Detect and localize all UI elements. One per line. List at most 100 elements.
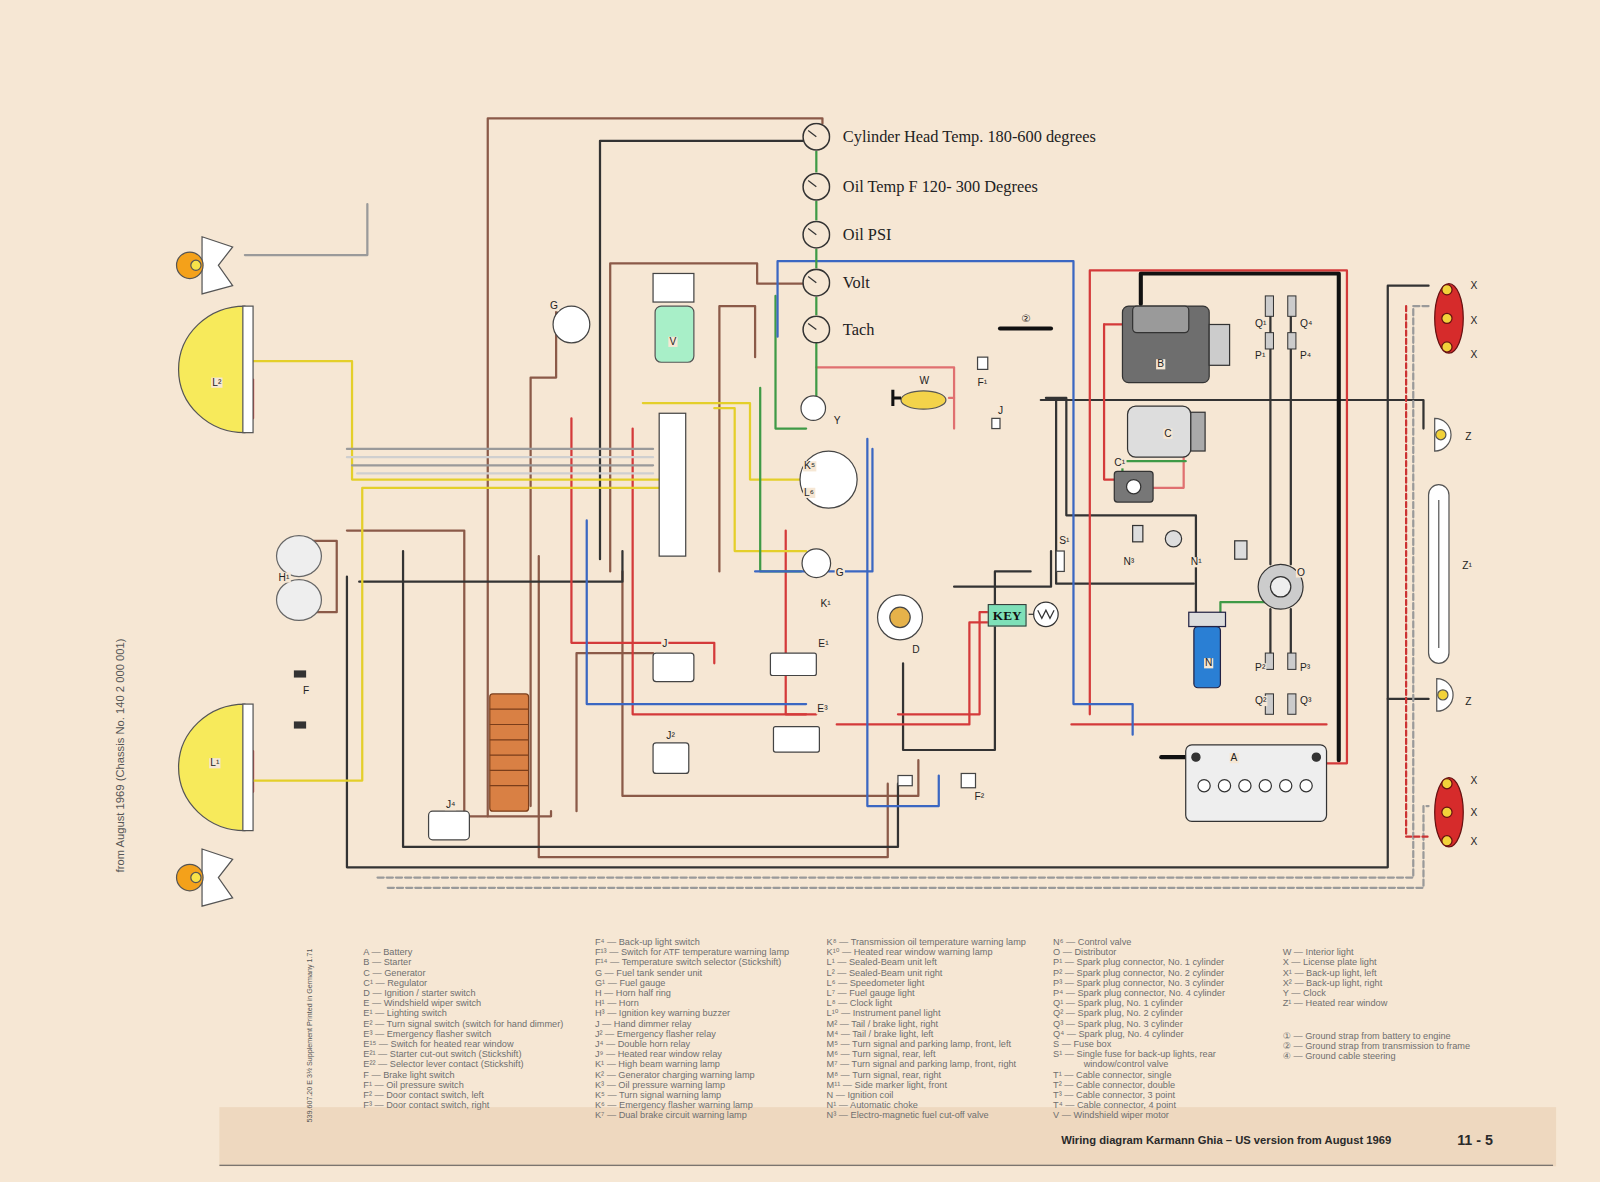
parts-list-entry: K³ — Oil pressure warning lamp bbox=[595, 1080, 822, 1090]
wire bbox=[347, 286, 1429, 868]
front-turn-signal bbox=[191, 260, 201, 270]
wire bbox=[347, 456, 653, 458]
parts-list-column: F⁴ — Back-up light switchF¹³ — Switch fo… bbox=[595, 937, 822, 1121]
brake-switch bbox=[294, 721, 306, 728]
part-letter: F bbox=[302, 686, 310, 696]
horn bbox=[277, 536, 322, 577]
gauge-needle bbox=[808, 229, 816, 235]
part-letter: W bbox=[918, 376, 930, 386]
part-letter: V bbox=[668, 337, 677, 347]
parts-list-entry: K⁶ — Emergency flasher warning lamp bbox=[595, 1100, 822, 1110]
license-light bbox=[1437, 679, 1453, 712]
parts-list-column: K⁸ — Transmission oil temperature warnin… bbox=[827, 937, 1051, 1121]
parts-list-entry: X¹ — Back-up light, left bbox=[1283, 967, 1523, 977]
sealed-beam-headlight bbox=[179, 306, 245, 433]
wire bbox=[1388, 698, 1429, 700]
part-letter: F¹ bbox=[977, 378, 989, 388]
gauge-label: Oil Temp F 120- 300 Degrees bbox=[843, 178, 1038, 196]
tail-light bbox=[1442, 779, 1452, 789]
starter bbox=[1122, 306, 1209, 383]
wire bbox=[347, 531, 551, 817]
part-letter: G bbox=[549, 301, 559, 311]
part-letter: Q³ bbox=[1299, 696, 1312, 706]
relay bbox=[770, 653, 816, 675]
part-letter: F² bbox=[973, 792, 985, 802]
gauge-dial: Tach bbox=[802, 315, 874, 344]
parts-list-entry: ② — Ground strap from transmission to fr… bbox=[1283, 1041, 1523, 1051]
parts-list-entry: D — Ignition / starter switch bbox=[363, 988, 582, 998]
relay bbox=[961, 773, 975, 787]
key-buzzer bbox=[1038, 610, 1054, 618]
wire bbox=[600, 141, 803, 559]
part-letter: X bbox=[1469, 281, 1478, 291]
wire bbox=[1071, 723, 1326, 725]
parts-list-entry: M⁷ — Turn signal and parking lamp, front… bbox=[827, 1059, 1051, 1069]
fuse-box bbox=[490, 709, 529, 786]
parts-list-entry: T⁴ — Cable connector, 4 point bbox=[1053, 1100, 1275, 1110]
part-letter: Q² bbox=[1254, 696, 1267, 706]
parts-list-entry: B — Starter bbox=[363, 957, 582, 967]
choke-valve bbox=[1133, 526, 1247, 560]
wire-red-dashed bbox=[1406, 306, 1428, 837]
heated-rear-window bbox=[1429, 485, 1449, 664]
gauge-circle bbox=[803, 269, 830, 296]
part-letter: P² bbox=[1254, 663, 1266, 673]
battery bbox=[1198, 780, 1210, 792]
battery bbox=[1300, 780, 1312, 792]
wire bbox=[815, 344, 817, 403]
parts-list-entry: X² — Back-up light, right bbox=[1283, 978, 1523, 988]
parts-list-entry: E² — Turn signal switch (switch for hand… bbox=[363, 1018, 582, 1028]
part-letter: E³ bbox=[816, 704, 828, 714]
interior-light bbox=[901, 391, 946, 409]
relay bbox=[659, 413, 686, 556]
wire bbox=[815, 201, 817, 220]
part-letter: N³ bbox=[1122, 557, 1135, 567]
gauge-circle bbox=[803, 173, 830, 200]
battery bbox=[1280, 780, 1292, 792]
wire bbox=[622, 571, 918, 795]
front-turn-signal bbox=[202, 237, 233, 294]
gauge-dial: Cylinder Head Temp. 180-600 degrees bbox=[802, 122, 1096, 151]
part-letter: Y bbox=[833, 416, 842, 426]
parts-list-entry: T¹ — Cable connector, single bbox=[1053, 1069, 1275, 1079]
front-turn-signal bbox=[177, 864, 204, 891]
spark-plug bbox=[1288, 694, 1296, 714]
parts-list-entry: M¹¹ — Side marker light, front bbox=[827, 1080, 1051, 1090]
wire bbox=[539, 556, 888, 857]
parts-list-entry: E¹⁵ — Switch for heated rear window bbox=[363, 1039, 582, 1049]
tail-light bbox=[1435, 284, 1464, 353]
page-number: 11 - 5 bbox=[1457, 1132, 1493, 1148]
ignition-coil bbox=[1189, 612, 1226, 626]
spark-plug bbox=[1265, 333, 1273, 349]
license-light bbox=[1436, 430, 1446, 440]
gauge-circle bbox=[802, 268, 831, 297]
gauge-needle bbox=[808, 131, 816, 137]
interior-light bbox=[893, 390, 901, 406]
battery bbox=[1312, 753, 1320, 761]
relay bbox=[992, 418, 1000, 428]
wire-grey bbox=[245, 204, 1429, 888]
part-letter: H¹ bbox=[278, 572, 291, 582]
parts-list-entry: ④ — Ground cable steering bbox=[1283, 1051, 1523, 1061]
part-letter: Z¹ bbox=[1461, 561, 1473, 571]
relay bbox=[653, 273, 694, 302]
distributor bbox=[1270, 577, 1290, 597]
horn bbox=[277, 536, 322, 621]
gauge-circle bbox=[802, 220, 831, 249]
brake-switch bbox=[294, 670, 306, 728]
part-letter: J⁴ bbox=[445, 800, 457, 810]
wire bbox=[815, 151, 817, 172]
part-letter: Q⁴ bbox=[1299, 318, 1313, 328]
gauge-label: Cylinder Head Temp. 180-600 degrees bbox=[843, 128, 1096, 146]
fuse-box bbox=[490, 694, 529, 811]
parts-list-entry: F¹⁴ — Temperature switch selector (Stick… bbox=[595, 957, 822, 967]
tail-light bbox=[1442, 836, 1452, 846]
gauge-circle bbox=[803, 316, 830, 343]
relay bbox=[773, 727, 819, 753]
instrument bbox=[553, 306, 590, 343]
part-letter: X bbox=[1469, 350, 1478, 360]
part-letter: X bbox=[1469, 837, 1478, 847]
wire-heavy bbox=[1000, 273, 1339, 760]
parts-list-entry: M⁴ — Tail / brake light, left bbox=[827, 1029, 1051, 1039]
parts-list-column: W — Interior lightX — License plate ligh… bbox=[1283, 947, 1523, 1061]
